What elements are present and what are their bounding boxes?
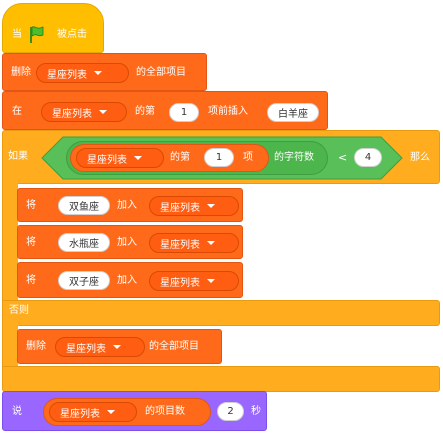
list-dropdown[interactable]: 星座列表 <box>149 233 239 253</box>
seconds-label: 秒 <box>251 406 261 417</box>
list-dropdown[interactable]: 星座列表 <box>76 148 164 168</box>
list-dropdown[interactable]: 星座列表 <box>49 402 137 422</box>
add-verb-label: 将 <box>26 275 36 286</box>
add-to-label: 加入 <box>117 200 137 211</box>
delete-label: 删除 <box>26 341 46 352</box>
dropdown-arrow-icon <box>207 204 215 208</box>
green-flag-icon <box>30 26 44 43</box>
list-dropdown-label: 星座列表 <box>87 154 127 166</box>
list-dropdown[interactable]: 星座列表 <box>36 63 129 83</box>
insert-verb-label: 在 <box>12 106 22 117</box>
add-verb-label: 将 <box>26 200 36 211</box>
list-dropdown[interactable]: 星座列表 <box>149 196 239 216</box>
item-label: 项 <box>243 152 253 163</box>
add-value-input[interactable]: 双子座 <box>58 271 110 290</box>
add-to-label: 加入 <box>117 237 137 248</box>
then-label: 那么 <box>410 152 430 163</box>
dropdown-arrow-icon <box>107 410 115 414</box>
list-dropdown[interactable]: 星座列表 <box>149 271 239 291</box>
length-of-label: 的字符数 <box>274 152 314 163</box>
add-item-block[interactable]: 将 双子座 加入 星座列表 <box>17 262 243 298</box>
say-for-secs-block[interactable]: 说 星座列表 的项目数 2 秒 <box>2 391 267 431</box>
item-count-label: 的项目数 <box>145 406 185 417</box>
less-than-symbol: < <box>338 151 348 164</box>
else-label: 否则 <box>9 305 29 316</box>
list-dropdown-label: 星座列表 <box>160 202 200 214</box>
add-item-block[interactable]: 将 双鱼座 加入 星座列表 <box>17 188 243 222</box>
if-else-bottom <box>2 366 440 392</box>
list-dropdown-label: 星座列表 <box>52 108 92 120</box>
dropdown-arrow-icon <box>207 279 215 283</box>
delete-all-of-list-block[interactable]: 删除 星座列表 的全部项目 <box>17 329 222 364</box>
list-dropdown-label: 星座列表 <box>160 277 200 289</box>
when-flag-clicked-hat[interactable]: 当 被点击 <box>2 3 104 53</box>
index-input[interactable]: 1 <box>169 103 199 122</box>
seconds-input[interactable]: 2 <box>217 402 244 421</box>
add-verb-label: 将 <box>26 237 36 248</box>
list-dropdown[interactable]: 星座列表 <box>41 102 127 122</box>
insert-before-label: 项前插入 <box>208 106 248 117</box>
insert-at-list-block[interactable]: 在 星座列表 的第 1 项前插入 白羊座 <box>2 91 328 130</box>
delete-label: 删除 <box>11 67 31 78</box>
dropdown-arrow-icon <box>94 71 102 75</box>
of-item-label: 的第 <box>170 152 190 163</box>
dropdown-arrow-icon <box>99 110 107 114</box>
add-to-label: 加入 <box>117 275 137 286</box>
index-input[interactable]: 1 <box>204 148 234 167</box>
dropdown-arrow-icon <box>113 345 121 349</box>
list-dropdown-label: 星座列表 <box>60 408 100 420</box>
add-value-input[interactable]: 水瓶座 <box>58 233 110 252</box>
say-label: 说 <box>12 406 22 417</box>
list-dropdown-label: 星座列表 <box>160 239 200 251</box>
if-branch-spine <box>2 180 18 305</box>
list-dropdown[interactable]: 星座列表 <box>55 337 145 357</box>
list-dropdown-label: 星座列表 <box>66 343 106 355</box>
list-dropdown-label: 星座列表 <box>47 69 87 81</box>
if-label: 如果 <box>8 151 28 162</box>
of-item-label: 的第 <box>135 106 155 117</box>
length-of-list-reporter[interactable]: 星座列表 的项目数 <box>43 398 211 426</box>
delete-all-of-list-block[interactable]: 删除 星座列表 的全部项目 <box>2 53 207 91</box>
dropdown-arrow-icon <box>134 156 142 160</box>
all-items-label: 的全部项目 <box>149 341 199 352</box>
hat-when-label: 当 <box>12 29 22 40</box>
add-value-input[interactable]: 双鱼座 <box>58 196 110 215</box>
add-item-block[interactable]: 将 水瓶座 加入 星座列表 <box>17 225 243 259</box>
compare-number-input[interactable]: 4 <box>354 148 382 167</box>
else-bar: 否则 <box>2 300 440 326</box>
insert-value-input[interactable]: 白羊座 <box>267 103 319 122</box>
dropdown-arrow-icon <box>207 241 215 245</box>
all-items-label: 的全部项目 <box>136 67 186 78</box>
else-branch-spine <box>2 325 18 370</box>
hat-clicked-label: 被点击 <box>57 29 87 40</box>
